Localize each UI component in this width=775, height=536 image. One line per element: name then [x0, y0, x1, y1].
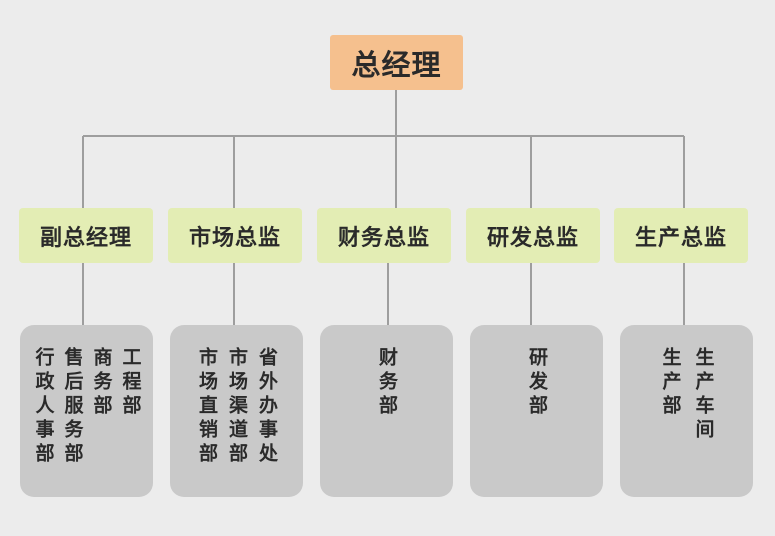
ceo-label: 总经理 [351, 47, 442, 82]
department-item: 市场渠道部 [226, 347, 248, 467]
department-item: 商务部 [90, 347, 113, 419]
department-group-deputy-gm: 工程部 商务部 售后服务部 行政人事部 [20, 325, 153, 497]
department-group-production: 生产车间 生产部 [620, 325, 753, 497]
director-label: 市场总监 [188, 225, 281, 251]
director-box-rnd: 研发总监 [466, 208, 600, 263]
director-label: 研发总监 [486, 225, 579, 251]
director-box-finance: 财务总监 [317, 208, 451, 263]
department-group-finance: 财务部 [320, 325, 453, 497]
director-box-marketing: 市场总监 [168, 208, 302, 263]
department-group-marketing: 省外办事处 市场渠道部 市场直销部 [170, 325, 303, 497]
director-label: 生产总监 [634, 225, 727, 251]
director-label: 财务总监 [337, 225, 430, 251]
department-item: 市场直销部 [196, 347, 218, 467]
department-item: 售后服务部 [61, 347, 84, 467]
director-box-production: 生产总监 [614, 208, 748, 263]
department-item: 生产部 [659, 347, 682, 419]
department-item: 研发部 [526, 347, 548, 419]
director-label: 副总经理 [39, 225, 132, 251]
department-group-rnd: 研发部 [470, 325, 603, 497]
department-item: 生产车间 [692, 347, 715, 443]
department-item: 省外办事处 [256, 347, 278, 467]
department-item: 行政人事部 [32, 347, 55, 467]
director-box-deputy-gm: 副总经理 [19, 208, 153, 263]
ceo-box: 总经理 [330, 35, 463, 90]
department-item: 工程部 [119, 347, 142, 419]
department-item: 财务部 [376, 347, 398, 419]
